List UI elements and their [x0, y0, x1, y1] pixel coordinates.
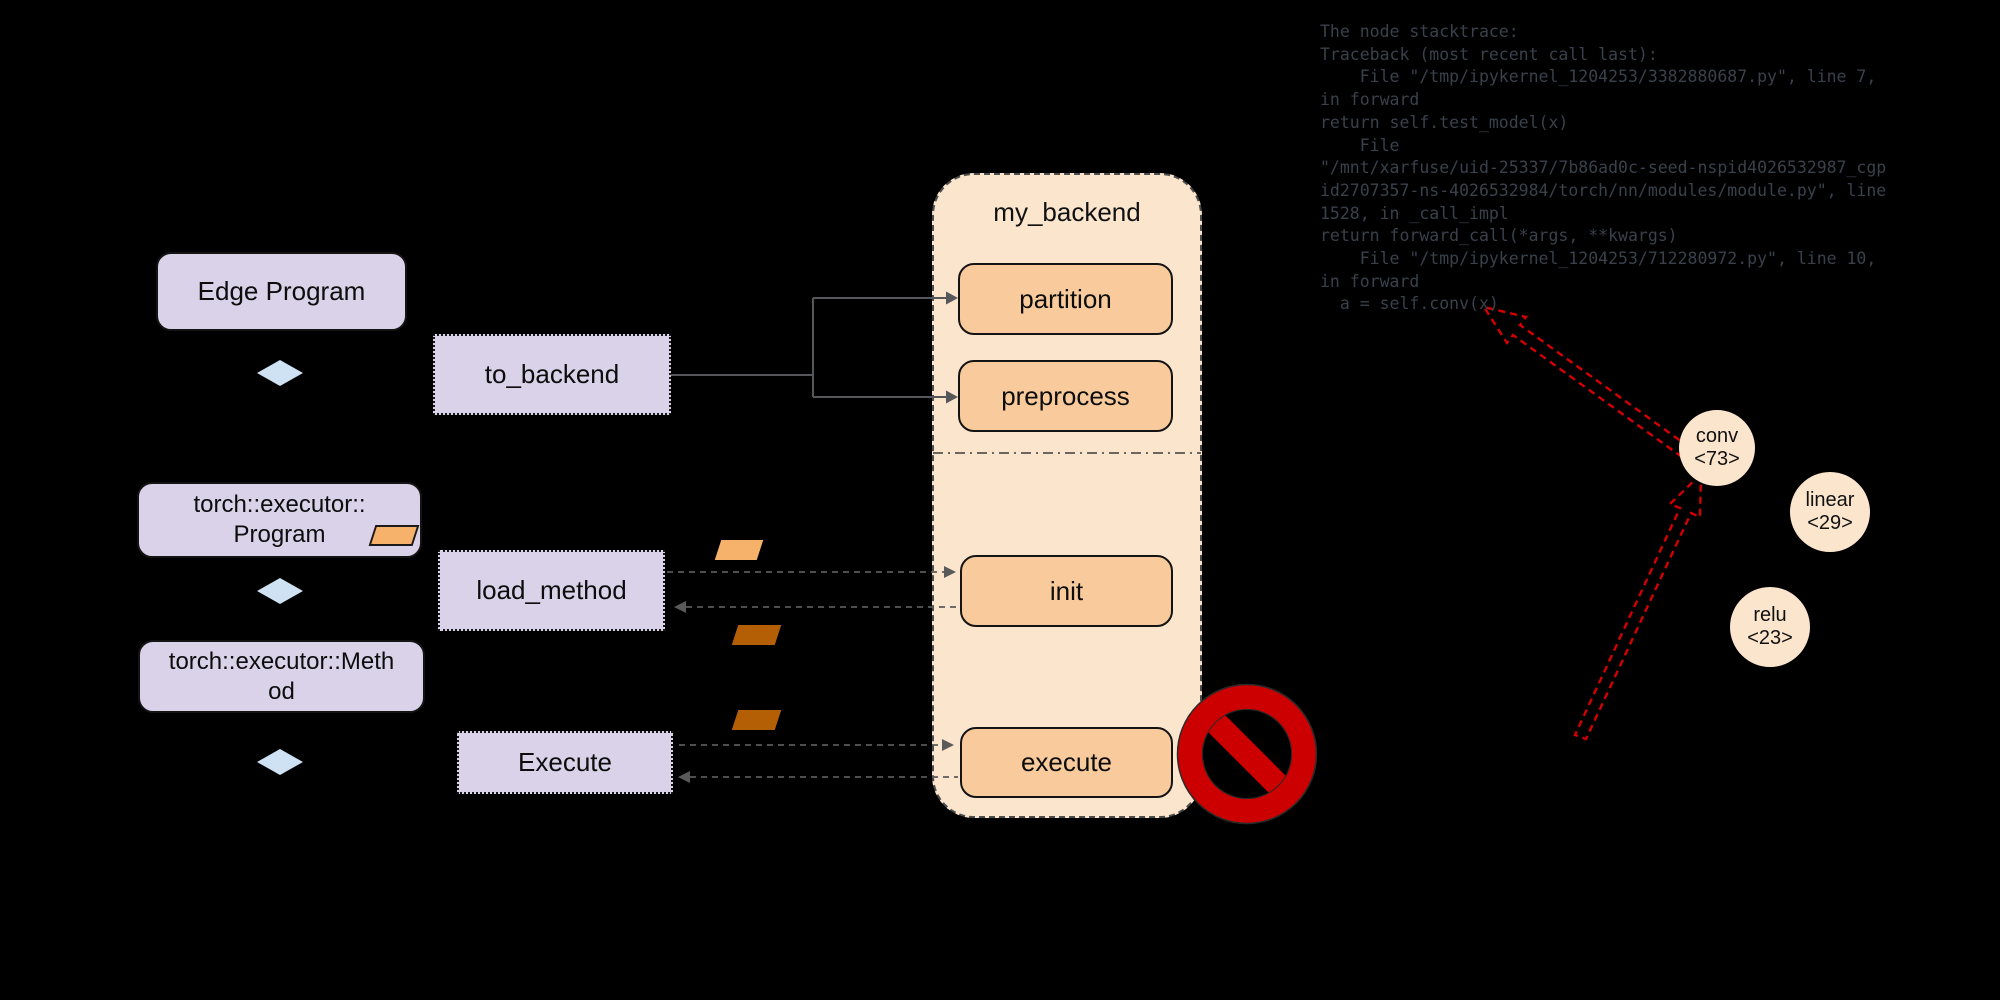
arrowhead-into-execute-call [678, 771, 690, 783]
node-linear-label: linear [1805, 489, 1855, 511]
execute-call-label: Execute [518, 747, 612, 777]
to-backend-box: to_backend [433, 334, 671, 415]
load-method-box: load_method [438, 550, 665, 631]
arrowhead-into-load-method [674, 601, 686, 613]
executor-program-line1: torch::executor:: [193, 491, 366, 518]
graph-node-linear: linear <29> [1790, 472, 1870, 552]
executor-method-box: torch::executor::Meth od [138, 640, 425, 713]
node-conv-id: <73> [1694, 448, 1740, 470]
diamond-icon [257, 578, 303, 604]
node-relu-id: <23> [1747, 627, 1793, 649]
parallelogram-blob-icon [714, 540, 764, 560]
executor-method-label: torch::executor::Meth od [169, 647, 394, 707]
diamond-icon [257, 360, 303, 386]
executor-program-line2: Program [233, 521, 326, 548]
executor-method-line1: torch::executor::Meth [168, 647, 395, 675]
red-arrow-up-to-conv [1573, 471, 1703, 741]
node-relu-label: relu [1753, 604, 1787, 626]
node-linear-id: <29> [1807, 512, 1853, 534]
to-backend-label: to_backend [484, 359, 620, 389]
edge-program-label: Edge Program [197, 276, 366, 306]
graph-node-relu: relu <23> [1730, 587, 1810, 667]
preprocess-label: preprocess [1001, 380, 1130, 411]
partition-label: partition [1019, 283, 1112, 314]
partition-stage-box: partition [958, 263, 1173, 335]
red-arrow-conv-to-stacktrace [1481, 305, 1690, 458]
init-stage-box: init [960, 555, 1173, 627]
load-method-label: load_method [476, 575, 627, 605]
init-label: init [1049, 575, 1084, 606]
backend-title: my_backend [993, 197, 1141, 227]
execute-call-box: Execute [457, 731, 673, 794]
executor-method-line2: od [268, 677, 295, 705]
edge-program-box: Edge Program [156, 252, 407, 331]
to-backend-connector-line [671, 297, 946, 398]
parallelogram-blob-icon [731, 710, 782, 730]
node-stacktrace-text: The node stacktrace: Traceback (most rec… [1320, 22, 1887, 314]
executor-program-label: torch::executor:: Program [193, 490, 365, 550]
execute-stage-label: execute [1020, 747, 1113, 777]
parallelogram-blob-icon [368, 525, 420, 546]
graph-node-conv: conv <73> [1679, 410, 1755, 486]
preprocess-stage-box: preprocess [958, 360, 1173, 432]
parallelogram-blob-icon [731, 625, 782, 645]
execute-stage-box: execute [960, 727, 1173, 798]
executor-program-box: torch::executor:: Program [137, 482, 422, 558]
node-conv-label: conv [1695, 425, 1739, 447]
diamond-icon [257, 749, 303, 775]
